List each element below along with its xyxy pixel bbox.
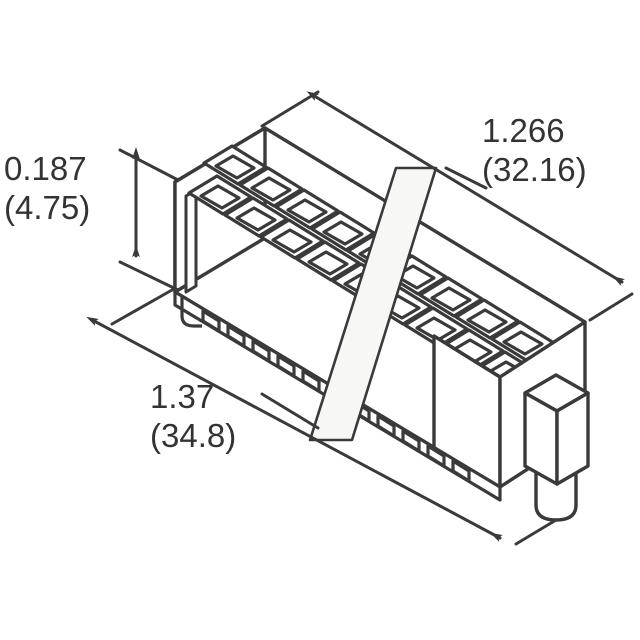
dimension-value-inch: 1.266 — [482, 112, 565, 149]
cavity — [202, 144, 268, 186]
extension-line — [118, 148, 180, 182]
cavity — [223, 196, 289, 238]
dimension-line — [86, 316, 503, 542]
cavity — [187, 174, 253, 216]
dimension-label-length: 1.266 (32.16) — [482, 112, 587, 190]
dimension-value-mm: (32.16) — [482, 150, 587, 188]
extension-line — [588, 292, 634, 322]
extension-line — [110, 288, 174, 326]
extension-line — [118, 260, 180, 292]
peg-boss — [523, 373, 590, 486]
dimension-height-0187 — [118, 147, 180, 292]
dimension-line — [306, 91, 625, 286]
dimension-value-inch: 1.37 — [150, 378, 215, 415]
end-panel-recess — [184, 188, 198, 294]
dimension-value-inch: 0.187 — [4, 150, 87, 187]
dimension-value-mm: (4.75) — [4, 188, 91, 226]
dimension-length-137 — [86, 288, 558, 546]
dimension-label-height: 0.187 (4.75) — [4, 150, 90, 228]
alignment-peg — [523, 373, 590, 522]
extension-line — [260, 90, 320, 128]
extension-line — [514, 518, 558, 546]
dimension-length-1266 — [260, 90, 634, 322]
dimension-label-width: 1.37 (34.8) — [150, 378, 236, 456]
leader-line — [260, 392, 320, 430]
leader-line — [444, 166, 488, 190]
dimension-value-mm: (34.8) — [150, 416, 237, 454]
cavity — [238, 166, 304, 208]
